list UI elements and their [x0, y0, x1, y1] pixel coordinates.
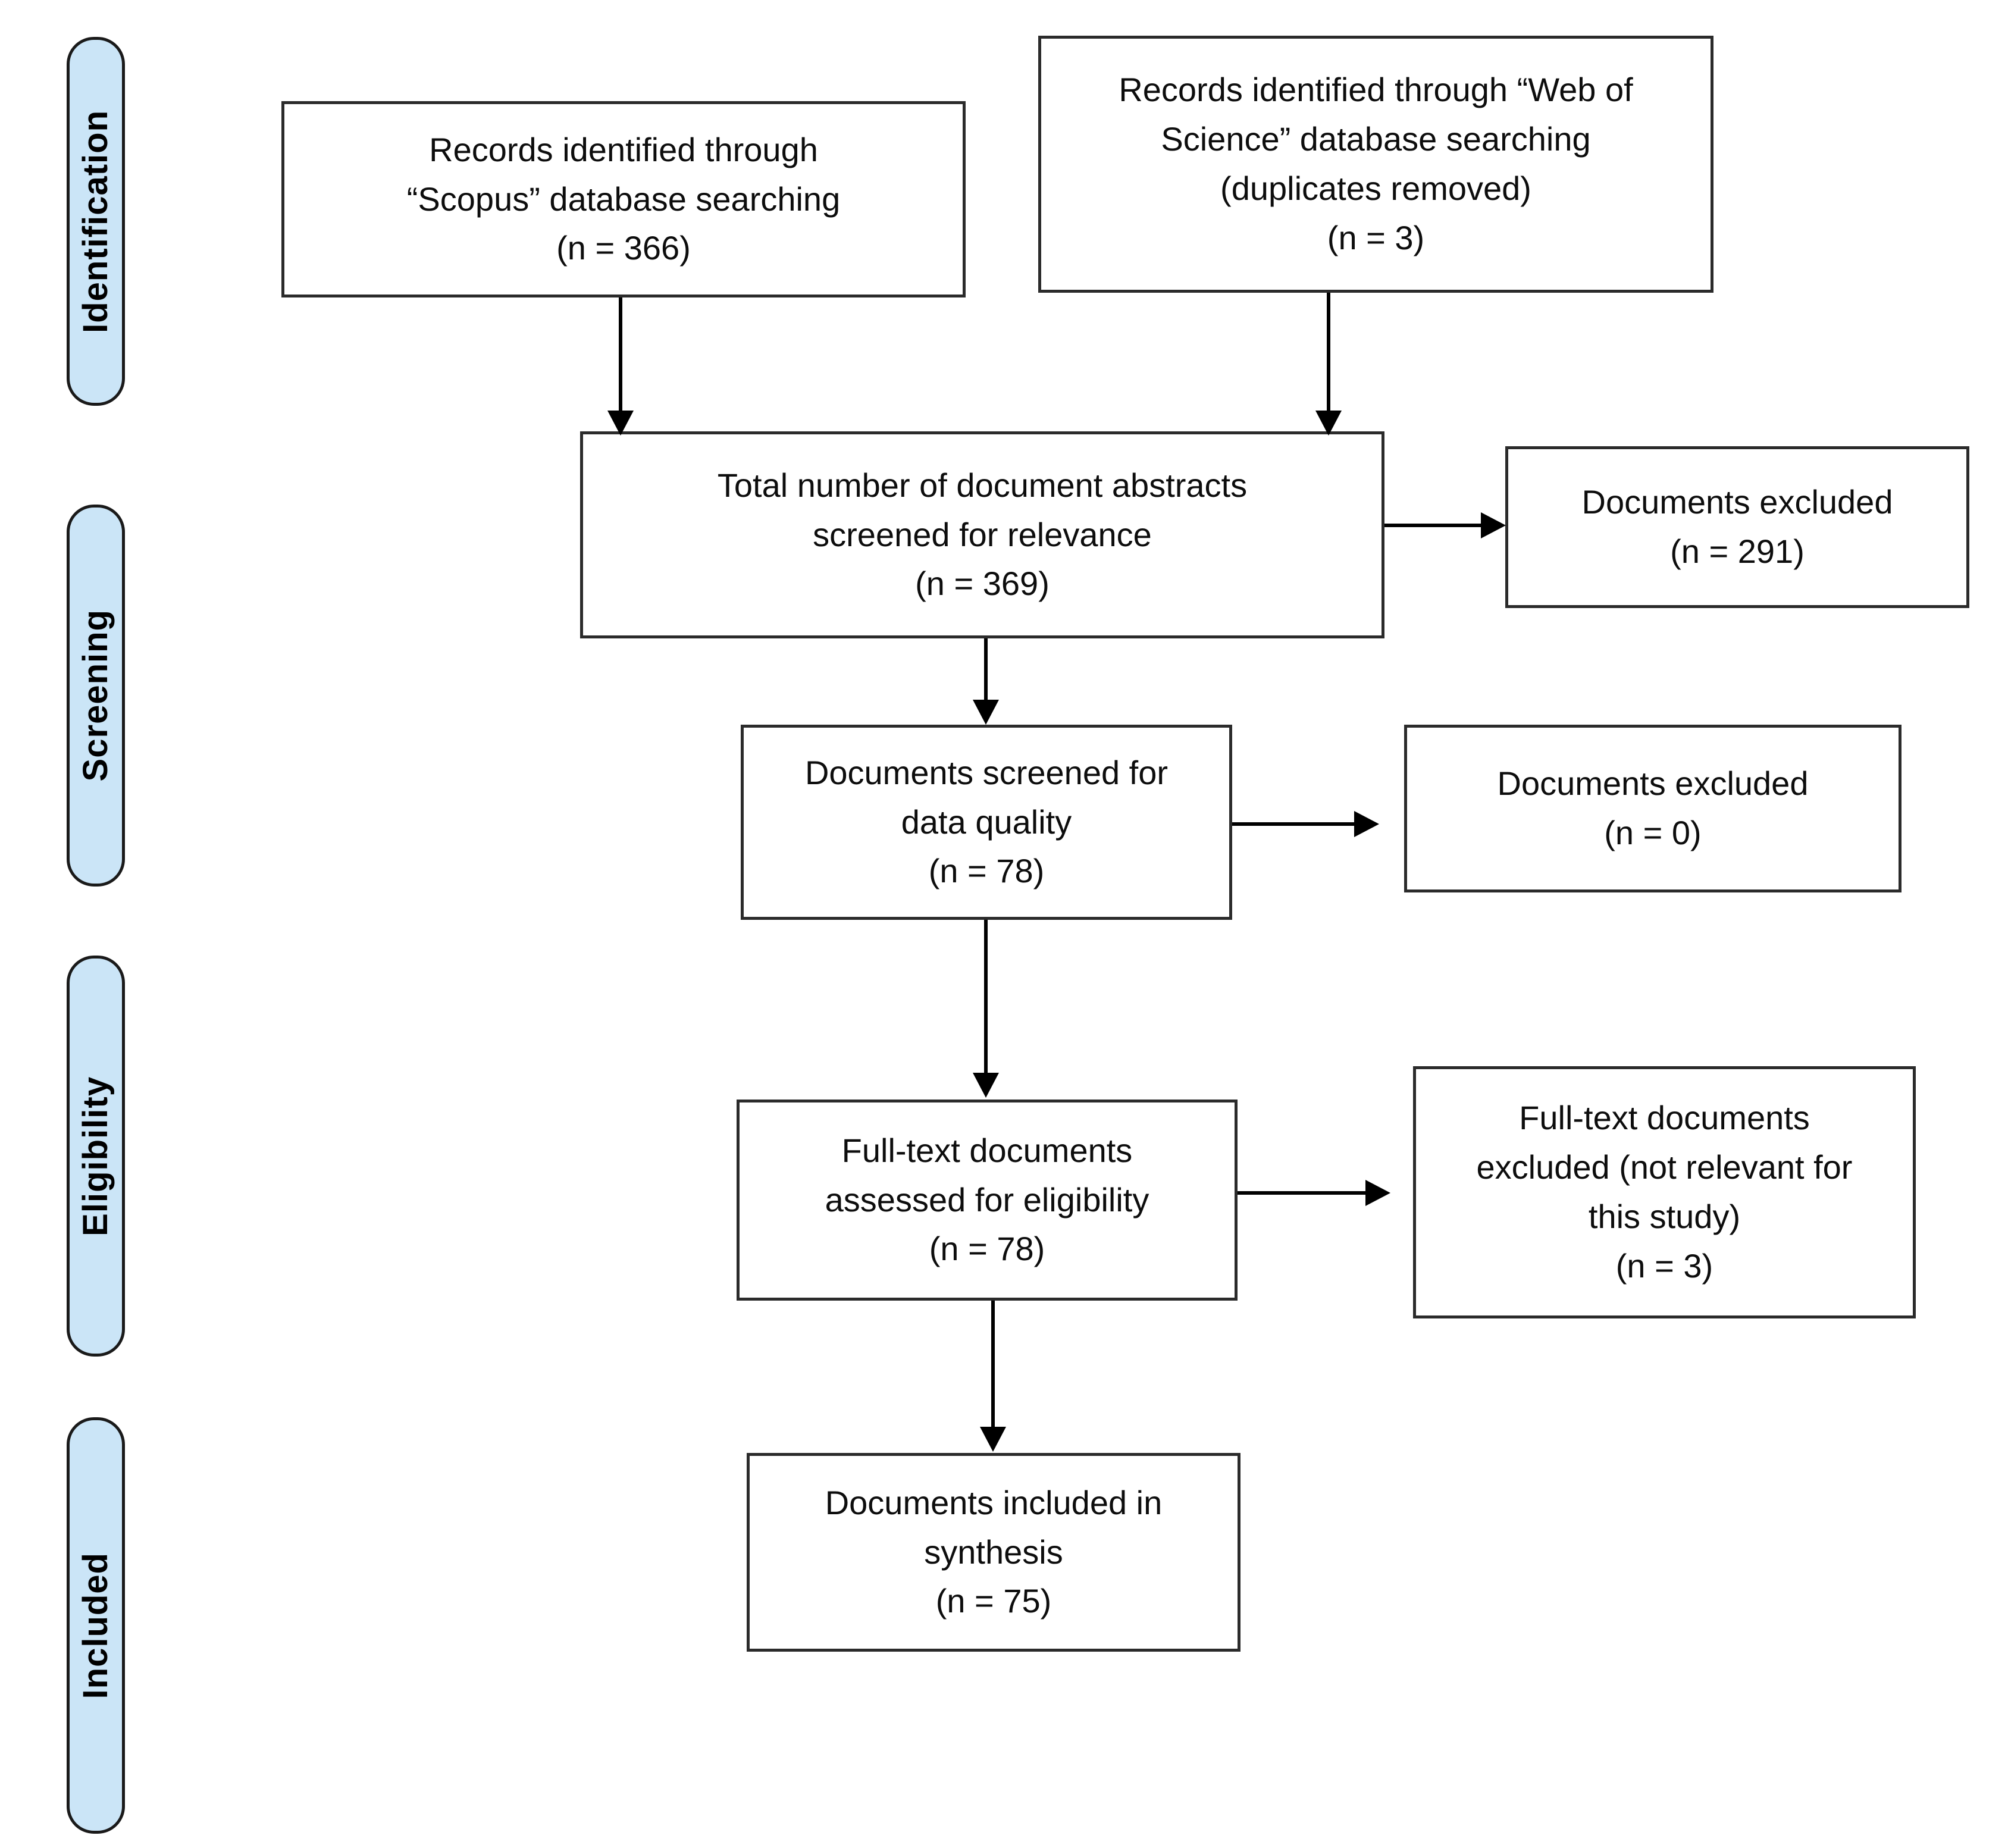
stage-label-screening-text: Screening: [76, 609, 115, 782]
box-excluded-abstracts: Documents excluded (n = 291): [1505, 446, 1969, 608]
arrow-head-right-icon: [1365, 1180, 1390, 1206]
connector-line: [1384, 524, 1486, 527]
arrow-head-down-icon: [980, 1427, 1006, 1452]
stage-label-identification-text: Identification: [76, 109, 115, 333]
connector-line: [619, 297, 622, 416]
stage-label-included: Included: [67, 1417, 125, 1834]
box-fulltext-excluded-text: Full-text documents excluded (not releva…: [1476, 1099, 1853, 1285]
stage-label-included-text: Included: [76, 1552, 115, 1699]
stage-label-screening: Screening: [67, 505, 125, 887]
stage-label-eligibility: Eligibility: [67, 956, 125, 1357]
box-abstracts-screened-text: Total number of document abstracts scree…: [717, 466, 1248, 603]
box-excluded-abstracts-text: Documents excluded (n = 291): [1581, 483, 1893, 570]
arrow-head-down-icon: [973, 700, 999, 725]
box-excluded-data-quality-text: Documents excluded (n = 0): [1497, 765, 1809, 851]
box-wos-records-text: Records identified through “Web of Scien…: [1119, 71, 1633, 256]
arrow-head-right-icon: [1354, 811, 1379, 837]
box-scopus-records: Records identified through “Scopus” data…: [281, 101, 966, 297]
box-abstracts-screened: Total number of document abstracts scree…: [580, 431, 1384, 638]
stage-label-eligibility-text: Eligibility: [76, 1076, 115, 1236]
connector-line: [1232, 822, 1358, 826]
box-screened-data-quality-text: Documents screened for data quality (n =…: [804, 753, 1169, 890]
box-included-synthesis-text: Documents included in synthesis (n = 75): [825, 1483, 1163, 1620]
stage-label-identification: Identification: [67, 37, 125, 406]
box-excluded-data-quality: Documents excluded (n = 0): [1404, 725, 1902, 892]
box-fulltext-excluded: Full-text documents excluded (not releva…: [1413, 1066, 1916, 1318]
box-fulltext-assessed: Full-text documents assessed for eligibi…: [737, 1100, 1238, 1301]
box-included-synthesis: Documents included in synthesis (n = 75): [747, 1453, 1240, 1652]
arrow-head-right-icon: [1481, 512, 1506, 538]
arrow-head-down-icon: [973, 1073, 999, 1098]
box-scopus-records-text: Records identified through “Scopus” data…: [406, 130, 841, 267]
connector-line: [1238, 1191, 1370, 1195]
box-wos-records: Records identified through “Web of Scien…: [1038, 36, 1713, 293]
connector-line: [991, 1301, 995, 1429]
box-screened-data-quality: Documents screened for data quality (n =…: [741, 725, 1232, 920]
connector-line: [984, 638, 988, 703]
box-fulltext-assessed-text: Full-text documents assessed for eligibi…: [825, 1131, 1149, 1268]
connector-line: [1327, 293, 1330, 416]
connector-line: [984, 920, 988, 1076]
